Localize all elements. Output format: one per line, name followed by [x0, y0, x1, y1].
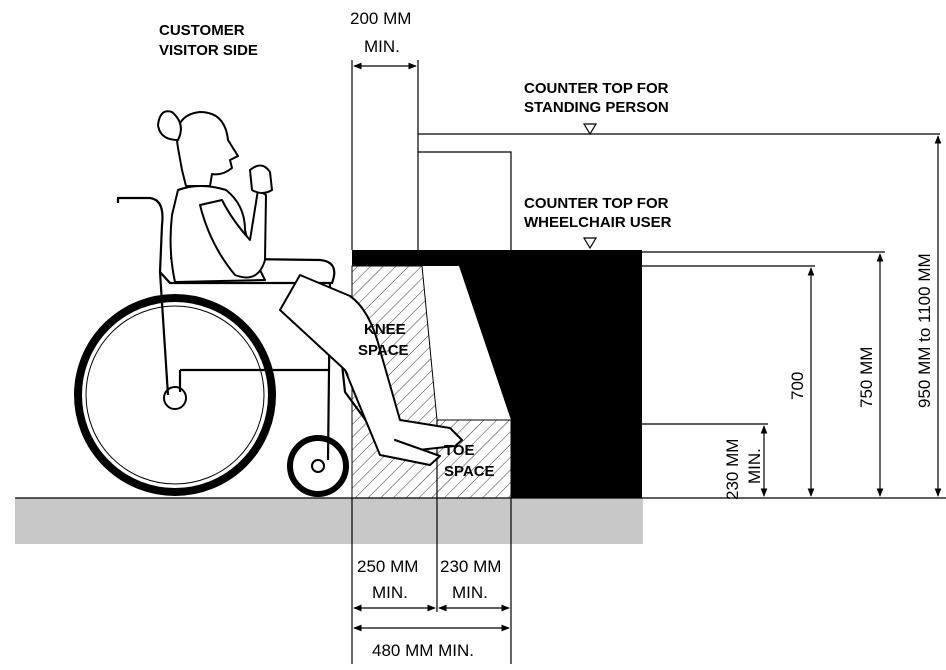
dim-toe-height-line1: 230 MM [723, 439, 742, 500]
dim-200-line2: MIN. [364, 37, 400, 56]
standing-level-marker [582, 123, 598, 136]
dim-total-label: 480 MM MIN. [372, 641, 474, 660]
dim-knee-line1: 250 MM [357, 557, 418, 576]
wheelchair-label-line1: COUNTER TOP FOR [524, 195, 669, 212]
dim-knee-line2: MIN. [372, 583, 408, 602]
wheelchair-label-line2: WHEELCHAIR USER [524, 214, 672, 231]
wheelchair-level-marker [582, 237, 598, 250]
dim-toe-line1: 230 MM [440, 557, 501, 576]
floor-slab [15, 498, 643, 544]
dim-750-label: 750 MM [857, 347, 876, 408]
wheelchair-icon [74, 196, 393, 497]
toe-space-label-line2: SPACE [444, 463, 495, 480]
toe-space-label-line1: TOE [444, 442, 475, 459]
dim-toe-line2: MIN. [452, 583, 488, 602]
side-label-line1: CUSTOMER [159, 22, 245, 39]
standing-label-line1: COUNTER TOP FOR [524, 80, 669, 97]
dim-700-label: 700 [788, 372, 807, 400]
counter-body [352, 250, 642, 498]
side-label-line2: VISITOR SIDE [159, 42, 258, 59]
seated-person-icon [157, 110, 463, 466]
knee-space-label-line1: KNEE [364, 321, 406, 338]
standing-label-line2: STANDING PERSON [524, 99, 669, 116]
dim-toe-height-line2: MIN. [745, 448, 764, 484]
knee-space-label-line2: SPACE [358, 342, 409, 359]
dim-200-line1: 200 MM [350, 9, 411, 28]
dim-950-label: 950 MM to 1100 MM [915, 253, 934, 408]
